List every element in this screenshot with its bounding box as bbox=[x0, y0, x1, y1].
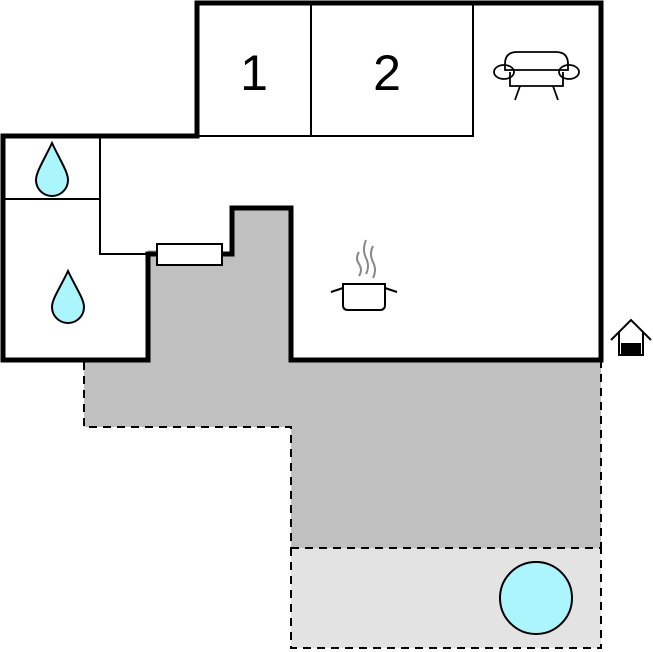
radiator-icon bbox=[156, 243, 223, 266]
terrace-outline bbox=[83, 360, 602, 548]
terrace-area bbox=[84, 208, 601, 548]
building bbox=[0, 0, 604, 363]
water-drop-icon bbox=[34, 140, 70, 197]
pool-icon bbox=[499, 561, 573, 635]
cooking-pot-icon bbox=[330, 239, 398, 311]
entrance-house-icon bbox=[610, 318, 652, 356]
garden-outline bbox=[290, 547, 602, 649]
room-1-label: 1 bbox=[240, 45, 268, 101]
outdoor-areas bbox=[83, 208, 602, 649]
room-2-label: 2 bbox=[373, 45, 401, 101]
water-drop-icon bbox=[50, 268, 86, 324]
sofa-icon bbox=[493, 51, 580, 101]
outer-wall bbox=[0, 0, 604, 363]
bathroom-walls bbox=[3, 136, 148, 255]
bedroom-walls bbox=[197, 3, 474, 137]
